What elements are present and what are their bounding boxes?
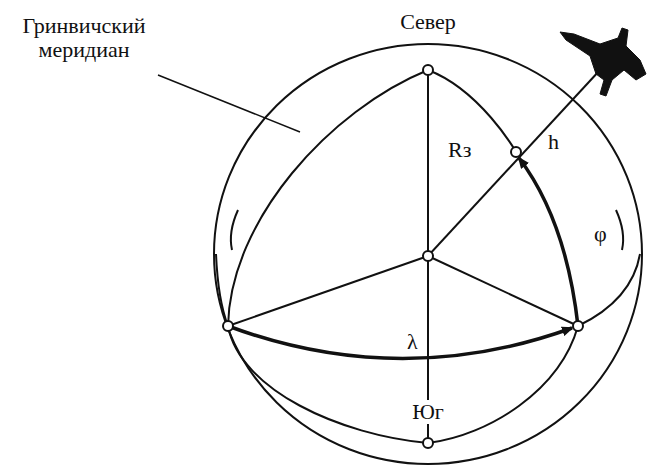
- leader-line: [158, 75, 300, 132]
- greenwich-meridian: [228, 70, 428, 443]
- latitude-arc: [519, 158, 578, 326]
- aircraft-meridian-lower: [428, 326, 578, 443]
- surface-point: [511, 147, 521, 157]
- equator-left-edge: [216, 254, 228, 326]
- sphere-outline: [214, 44, 642, 464]
- meridian-label: Гринвичский меридиан: [4, 14, 164, 62]
- pole-label: Север: [400, 10, 456, 34]
- equator-point: [573, 321, 583, 331]
- pole-label: Юг: [410, 400, 446, 424]
- south-pole-point: [423, 438, 433, 448]
- longitude-label: λ: [405, 330, 420, 354]
- longitude-arc: [228, 326, 572, 359]
- aircraft-icon: [560, 28, 646, 96]
- radius-to-aircraft: [428, 70, 600, 256]
- north-pole-point: [423, 65, 433, 75]
- center-point: [423, 251, 433, 261]
- radius-label: Rз: [448, 138, 471, 162]
- aircraft-meridian-upper: [428, 70, 516, 152]
- equator-back-left: [231, 210, 238, 250]
- radius-right: [428, 256, 578, 326]
- equator-greenwich-point: [223, 321, 233, 331]
- latitude-label: φ: [594, 222, 607, 246]
- altitude-label: h: [548, 130, 559, 154]
- equator-back-right: [616, 210, 623, 250]
- equator-right-edge: [578, 254, 640, 326]
- radius-left: [228, 256, 428, 326]
